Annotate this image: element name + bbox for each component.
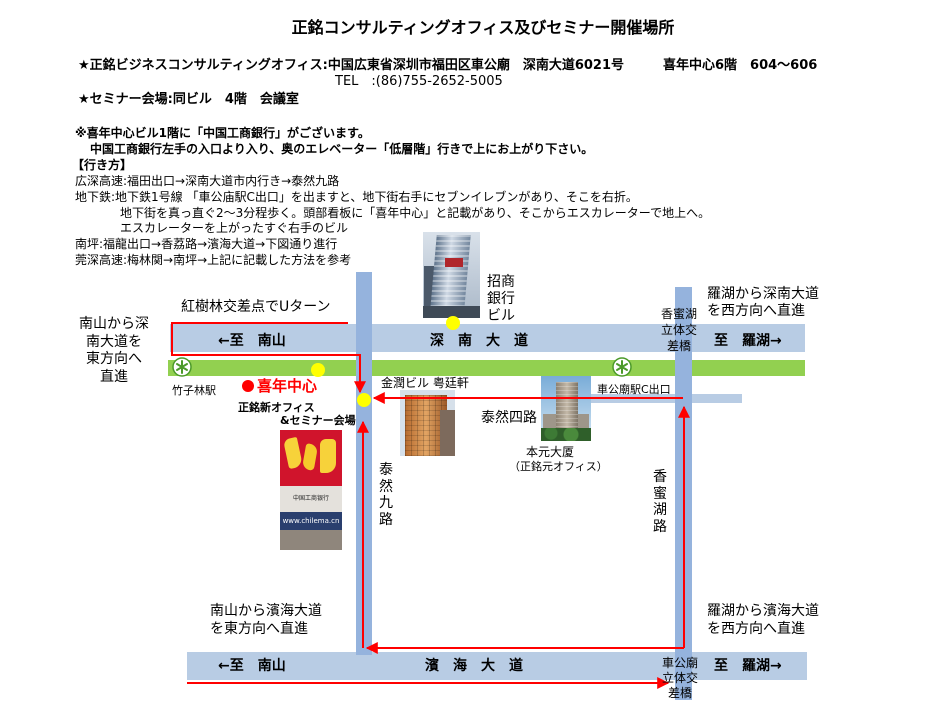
label-line: 羅湖から濱海大道: [707, 603, 819, 619]
direction-nanping: 南坪:福龍出口→香荔路→濱海大道→下図通り進行: [75, 237, 338, 251]
shennan-east-label: 至 羅湖→: [714, 333, 782, 349]
binhai-east-label: 至 羅湖→: [714, 658, 782, 674]
jinrun-building-label: 金潤ビル 粤廷軒: [381, 376, 469, 390]
benyuan-note-label: （正銘元オフィス）: [509, 460, 608, 473]
direction-subway-cont1: 地下街を真っ直ぐ2～3分程歩く。頭部看板に「喜年中心」と記載があり、そこからエス…: [120, 206, 711, 220]
route-uturn: [171, 322, 366, 394]
from-nanshan-binhai-label: 南山から濱海大道 を東方向へ直進: [210, 602, 322, 638]
direction-subway-cont2: エスカレーターを上がったすぐ右手のビル: [120, 221, 349, 235]
shennan-west-label: ←至 南山: [218, 333, 286, 349]
xiangmihu-road-label: 香蜜湖路: [653, 469, 667, 535]
xinian-center-photo: 中国工商银行 www.chilema.cn: [280, 430, 342, 550]
direction-subway: 地下鉄:地下鉄1号線 「車公庙駅C出口」を出ますと、地下街右手にセブンイレブンが…: [75, 190, 638, 204]
label-line: 直進: [100, 368, 128, 385]
label-line: 東方向へ: [86, 351, 142, 367]
subway-line-1: [168, 360, 805, 376]
tairan9-road-label: 泰然九路: [379, 462, 393, 528]
label-line: ビル: [487, 308, 515, 324]
metro-icon: [172, 357, 192, 377]
binhai-west-label: ←至 南山: [218, 658, 286, 674]
seminar-venue-line: ★セミナー会場:同ビル 4階 会議室: [78, 92, 299, 107]
label-line: 車公廟: [661, 656, 698, 670]
label-line: 立体交: [660, 323, 697, 337]
location-marker-icon: [311, 363, 325, 377]
benyuan-building-photo: [541, 376, 591, 441]
label-line: 差橋: [667, 686, 692, 700]
new-office-label: 正銘新オフィス: [238, 401, 315, 414]
label-line: 立体交: [661, 671, 698, 685]
label-line: を西方向へ直進: [707, 303, 805, 319]
label-line: 香蜜湖: [660, 307, 697, 321]
restaurant-sign: [280, 430, 342, 486]
tairan4-road-label: 泰然四路: [481, 410, 537, 426]
road-binhai: [187, 652, 807, 680]
seminar-venue-label: &セミナー会場: [280, 414, 356, 427]
shennan-road-name: 深 南 大 道: [430, 333, 528, 349]
label-line: 銀行: [487, 291, 515, 307]
direction-expressway: 広深高速:福田出口→深南大道市内行き→泰然九路: [75, 174, 340, 188]
destination-label: 喜年中心: [257, 377, 318, 395]
label-line: 南山から深: [79, 316, 149, 332]
from-luohu-binhai-label: 羅湖から濱海大道 を西方向へ直進: [707, 602, 819, 638]
cmb-building-label: 招商 銀行 ビル: [487, 274, 515, 325]
location-marker-icon: [446, 316, 460, 330]
photo-bank-sign: 中国工商银行: [280, 486, 342, 512]
binhai-road-name: 濱 海 大 道: [425, 658, 523, 674]
cmb-building-photo: [423, 232, 480, 318]
label-line: 南大道を: [86, 333, 142, 350]
label-line: 差橋: [666, 339, 691, 353]
note-bank: ※喜年中心ビル1階に「中国工商銀行」がございます。: [75, 126, 370, 140]
chegongmiao-interchange-label: 車公廟 立体交 差橋: [656, 656, 704, 701]
from-nanshan-shennan-label: 南山から深 南大道を 東方向へ 直進: [64, 316, 164, 386]
jinrun-building-photo: [400, 390, 455, 456]
label-line: を西方向へ直進: [707, 621, 805, 637]
xiangmihu-interchange-label: 香蜜湖 立体交 差橋: [655, 306, 703, 354]
page-title: 正銘コンサルティングオフィス及びセミナー開催場所: [291, 18, 675, 37]
metro-icon: [612, 357, 632, 377]
from-luohu-shennan-label: 羅湖から深南大道 を西方向へ直進: [707, 286, 819, 320]
uturn-label: 紅樹林交差点でUターン: [181, 299, 331, 315]
chegongmiao-exit-label: 車公廟駅C出口: [597, 383, 671, 396]
location-marker-icon: [357, 393, 371, 407]
note-entrance: 中国工商銀行左手の入口より入り、奥のエレベーター「低層階」行きで上にお上がり下さ…: [90, 142, 594, 156]
zhuzilin-station-label: 竹子林駅: [172, 384, 216, 397]
label-line: 招商: [487, 274, 515, 290]
office-address: ★正銘ビジネスコンサルティングオフィス:中国広東省深圳市福田区車公廟 深南大道6…: [78, 58, 818, 73]
road-shennan: [170, 324, 805, 352]
label-line: 羅湖から深南大道: [707, 286, 819, 302]
direction-guanshen: 莞深高速:梅林関→南坪→上記に記載した方法を参考: [75, 253, 352, 267]
label-line: を東方向へ直進: [210, 621, 308, 637]
photo-web-banner: www.chilema.cn: [280, 512, 342, 530]
directions-heading: 【行き方】: [72, 158, 133, 172]
destination-dot-icon: [242, 380, 254, 392]
label-line: 南山から濱海大道: [210, 603, 322, 619]
benyuan-building-label: 本元大厦: [526, 445, 575, 459]
office-phone: TEL :(86)755-2652-5005: [335, 74, 503, 89]
